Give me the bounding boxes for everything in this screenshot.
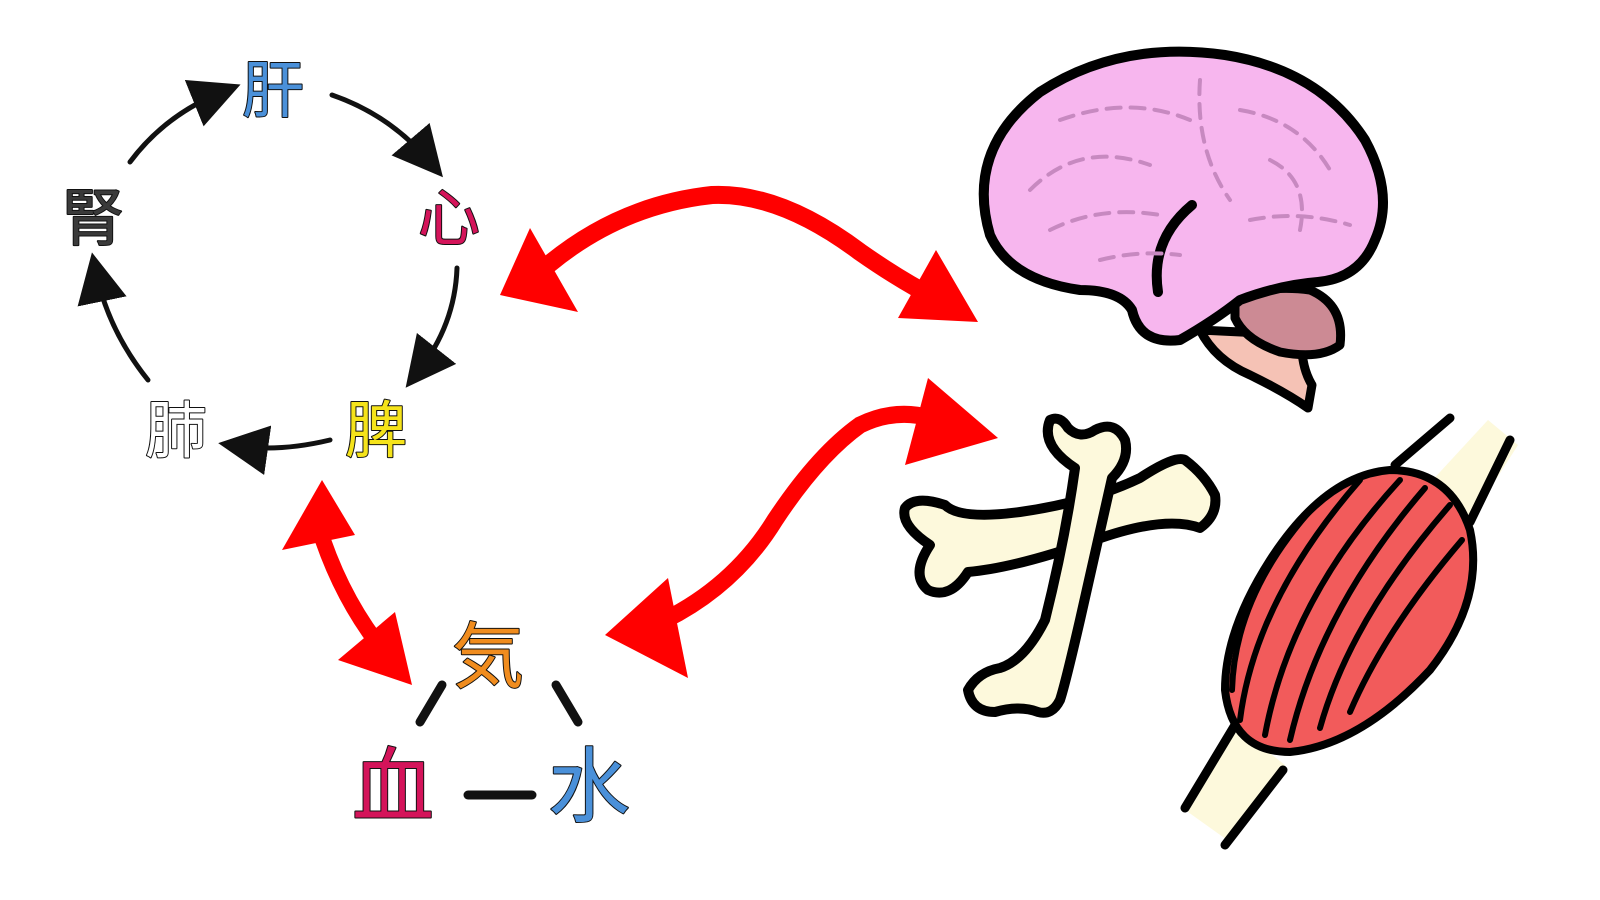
cycle-arrows [77,80,460,475]
brain-icon [978,46,1388,413]
brain-cerebrum [978,46,1388,346]
label-blood: 血 [352,740,434,835]
muscle-icon [1180,413,1518,850]
triad-connectors [415,680,583,800]
label-heart: 心 [418,182,480,255]
brain-gyri [1028,78,1352,262]
label-kidney: 腎 [62,182,124,255]
muscle-tendon-outline [1180,413,1515,850]
connector-qi-blood [415,680,447,727]
arrow-lung-to-kidney [77,252,151,383]
label-spleen: 脾 [345,394,407,467]
arrow-spleen-to-lung [218,425,333,475]
bone-vertical [963,413,1132,718]
arrow-heart-brain-shaft [539,185,944,307]
brain-temporal-fold [1151,200,1197,297]
arrow-heart-brain-head-right [898,250,978,322]
arrow-qi-body-head-left [605,578,688,678]
label-water: 水 [548,740,630,835]
bone-icon [899,413,1221,718]
arrow-spleen-triad-head-bottom [338,612,412,685]
connector-qi-water [551,680,583,727]
arrow-qi-body-head-right [905,378,998,465]
arrow-heart-to-spleen [405,265,460,388]
arrow-liver-to-heart [329,92,443,178]
label-qi: 気 [452,615,524,699]
arrow-heart-brain-head-left [500,228,578,312]
arrow-kidney-to-liver [127,80,241,165]
bone-horizontal [899,454,1221,598]
arrow-spleen-triad-head-top [282,480,355,550]
label-lung: 肺 [145,394,207,467]
arrow-spleen-triad-shaft [310,517,383,648]
red-arrows [282,185,998,685]
muscle-tendon-bottom [1188,728,1285,842]
label-liver: 肝 [242,54,304,127]
arrow-qi-body-shaft [656,405,939,629]
muscle-fibers [1229,477,1465,743]
